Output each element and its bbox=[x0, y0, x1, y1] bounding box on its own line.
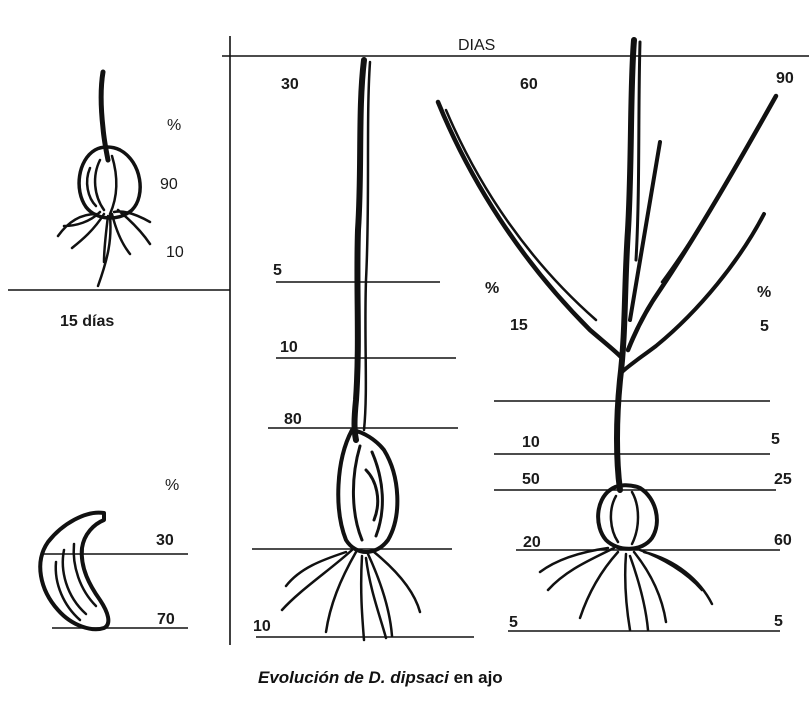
left-percent-sign: % bbox=[485, 280, 499, 297]
plant-90-right-value-5: 5 bbox=[774, 613, 783, 630]
caption-part-1: Evolución de bbox=[258, 668, 369, 687]
seed-top-value: 30 bbox=[156, 532, 174, 549]
plant-60-left-value-3: 50 bbox=[522, 471, 540, 488]
day-60-label: 60 bbox=[520, 76, 538, 93]
seed-percent: % bbox=[165, 477, 179, 494]
day-30-label: 30 bbox=[281, 76, 299, 93]
plant-90-right-value-2: 5 bbox=[771, 431, 780, 448]
plant-60-90-days bbox=[438, 40, 776, 630]
caption-species: D. dipsaci bbox=[369, 668, 451, 687]
day-90-label: 90 bbox=[776, 70, 794, 87]
panel-15-percent: % bbox=[167, 117, 181, 134]
plant-30-value-2: 10 bbox=[280, 339, 298, 356]
clove-sketch bbox=[40, 513, 108, 630]
caption-part-3: en ajo bbox=[449, 668, 503, 687]
right-percent-sign: % bbox=[757, 284, 771, 301]
plant-60-left-value-5: 5 bbox=[509, 614, 518, 631]
plant-60-left-value-1: 15 bbox=[510, 317, 528, 334]
plant-90-right-value-3: 25 bbox=[774, 471, 792, 488]
panel-15-root-value: 10 bbox=[166, 244, 184, 261]
plant-60-left-value-2: 10 bbox=[522, 434, 540, 451]
plant-30-days bbox=[282, 60, 420, 640]
figure-caption: Evolución de D. dipsaci en ajo bbox=[258, 668, 503, 687]
plant-30-value-4: 10 bbox=[253, 618, 271, 635]
plant-30-value-1: 5 bbox=[273, 262, 282, 279]
plant-60-left-value-4: 20 bbox=[523, 534, 541, 551]
plant-90-right-value-4: 60 bbox=[774, 532, 792, 549]
seed-bottom-value: 70 bbox=[157, 611, 175, 628]
plant-15-days bbox=[58, 72, 150, 286]
plant-30-value-3: 80 bbox=[284, 411, 302, 428]
dias-label: DIAS bbox=[458, 37, 495, 54]
panel-15-bulb-value: 90 bbox=[160, 176, 178, 193]
plant-90-right-value-1: 5 bbox=[760, 318, 769, 335]
panel-15-caption: 15 días bbox=[60, 313, 114, 330]
